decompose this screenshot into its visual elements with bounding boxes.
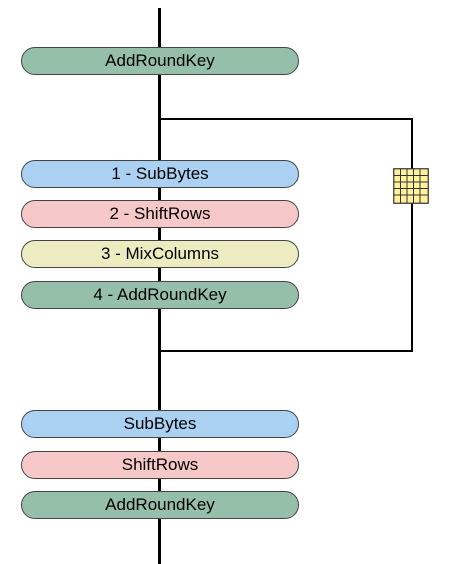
final-shift-rows-step: ShiftRows — [21, 451, 299, 479]
final-add-round-key-step: AddRoundKey — [21, 491, 299, 519]
round-shift-rows-step: 2 - ShiftRows — [21, 200, 299, 228]
initial-add-round-key-step: AddRoundKey — [21, 47, 299, 75]
final-sub-bytes-step: SubBytes — [21, 410, 299, 438]
loop-top-line — [158, 118, 413, 120]
round-sub-bytes-step: 1 - SubBytes — [21, 160, 299, 188]
round-add-round-key-step: 4 - AddRoundKey — [21, 281, 299, 309]
round-mix-columns-step: 3 - MixColumns — [21, 240, 299, 268]
loop-right-line — [411, 118, 413, 352]
state-matrix-grid-icon — [393, 168, 429, 204]
loop-bottom-line — [158, 350, 413, 352]
